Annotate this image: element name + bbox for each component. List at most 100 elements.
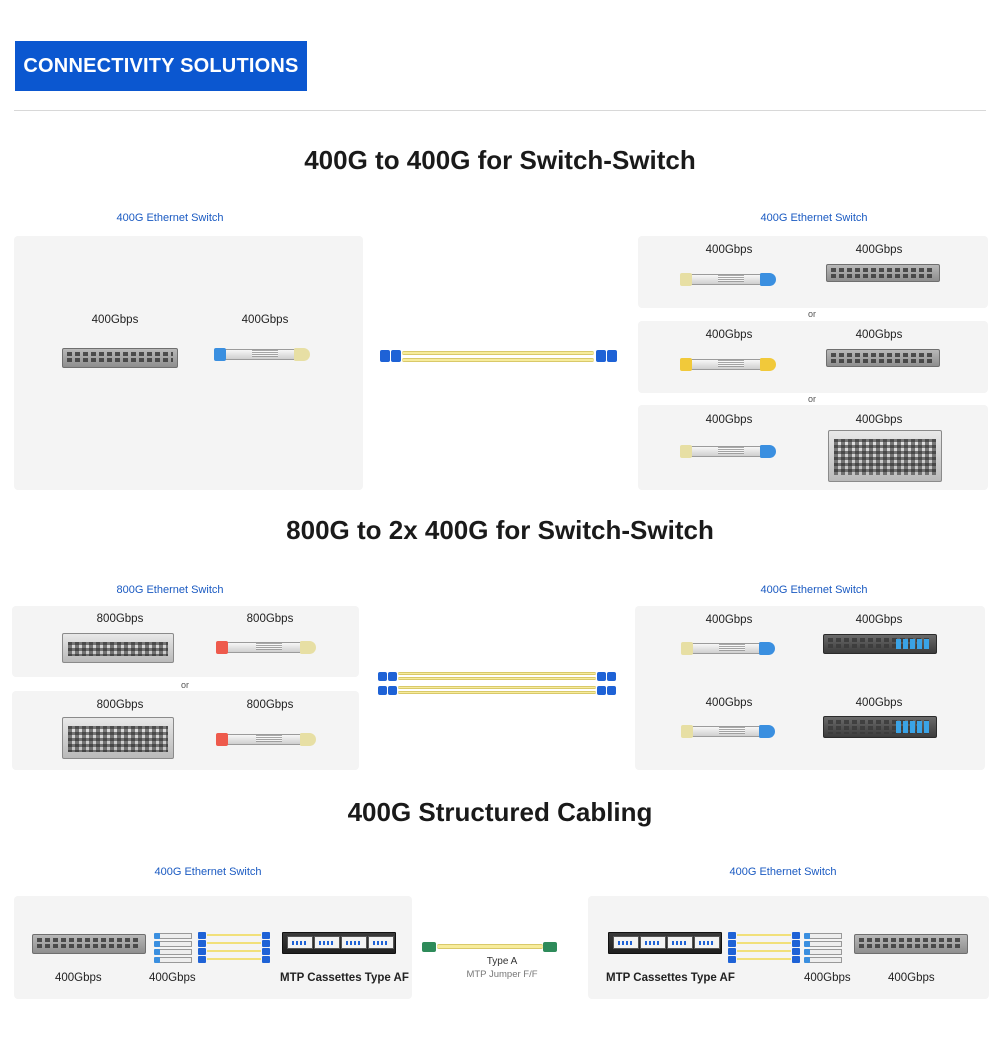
transceiver-icon — [154, 941, 192, 947]
chassis-switch-icon — [828, 430, 942, 482]
mtp-cassette-icon — [608, 932, 722, 954]
ethernet-switch-icon — [826, 349, 940, 367]
or-separator: or — [180, 680, 189, 690]
lc-duplex-cable-icon — [737, 950, 791, 952]
lc-connector-icon — [262, 956, 270, 963]
lc-duplex-cable-icon — [398, 686, 596, 689]
lc-duplex-cable-icon — [402, 358, 594, 362]
lc-duplex-cable-icon — [398, 677, 596, 680]
panel-left-400g: 400Gbps 400Gbps — [14, 236, 363, 490]
lc-connector-icon — [792, 948, 800, 955]
panel-right-option-2: 400Gbps 400Gbps — [638, 321, 988, 393]
panel-left-800g-option-2: 800Gbps 800Gbps — [12, 691, 359, 770]
transceiver-icon — [154, 949, 192, 955]
rate-label-switch: 400Gbps — [91, 314, 139, 326]
lc-connector-icon — [198, 940, 206, 947]
lc-duplex-cable-icon — [207, 934, 261, 936]
panel-right-option-1: 400Gbps 400Gbps — [638, 236, 988, 308]
rate-label-switch: 800Gbps — [96, 699, 144, 711]
caption-switch-rate: 400Gbps — [55, 972, 102, 984]
lc-connector-icon — [728, 956, 736, 963]
jumper-type-label: Type A — [486, 956, 518, 967]
transceiver-icon — [680, 445, 776, 458]
rate-label-module: 800Gbps — [246, 613, 294, 625]
transceiver-icon — [154, 957, 192, 963]
mtp-jumper-icon — [437, 944, 543, 949]
or-separator: or — [807, 309, 816, 319]
rate-label-module: 400Gbps — [705, 614, 753, 626]
panel-right-structured: MTP Cassettes Type AF 400Gbps 400Gbps — [588, 896, 989, 999]
lc-connector-icon — [262, 932, 270, 939]
ethernet-switch-icon — [32, 934, 146, 954]
header-badge: CONNECTIVITY SOLUTIONS — [15, 41, 307, 91]
ethernet-switch-icon — [854, 934, 968, 954]
lc-connector-icon — [378, 686, 387, 695]
panel-right-option-3: 400Gbps 400Gbps — [638, 405, 988, 490]
transceiver-icon — [804, 957, 842, 963]
rate-label-module: 800Gbps — [246, 699, 294, 711]
lc-duplex-cable-icon — [737, 942, 791, 944]
lc-connector-icon — [262, 948, 270, 955]
rate-label-switch: 400Gbps — [855, 414, 903, 426]
chassis-switch-icon — [62, 633, 174, 663]
panel-left-structured: 400Gbps 400Gbps MTP Cassettes Type AF — [14, 896, 412, 999]
lc-connector-icon — [607, 686, 616, 695]
rate-label-switch: 400Gbps — [855, 244, 903, 256]
or-separator: or — [807, 394, 816, 404]
transceiver-icon — [680, 358, 776, 371]
rate-label-module: 400Gbps — [705, 414, 753, 426]
transceiver-icon — [216, 733, 316, 746]
ethernet-switch-icon — [823, 716, 937, 738]
transceiver-icon — [804, 941, 842, 947]
lc-connector-icon — [198, 956, 206, 963]
caption-cassette: MTP Cassettes Type AF — [280, 972, 409, 984]
lc-connector-icon — [792, 940, 800, 947]
rate-label-module: 400Gbps — [705, 244, 753, 256]
lc-connector-icon — [198, 948, 206, 955]
lc-connector-icon — [262, 940, 270, 947]
caption-module-rate: 400Gbps — [804, 972, 851, 984]
switch-label-left: 400G Ethernet Switch — [116, 212, 224, 224]
lc-connector-icon — [728, 932, 736, 939]
lc-connector-icon — [378, 672, 387, 681]
lc-connector-icon — [596, 350, 606, 362]
transceiver-icon — [680, 273, 776, 286]
mtp-cassette-icon — [282, 932, 396, 954]
lc-connector-icon — [597, 686, 606, 695]
caption-switch-rate: 400Gbps — [888, 972, 935, 984]
ethernet-switch-icon — [823, 634, 937, 654]
lc-connector-icon — [597, 672, 606, 681]
lc-duplex-cable-icon — [207, 950, 261, 952]
lc-connector-icon — [388, 686, 397, 695]
transceiver-icon — [681, 725, 775, 738]
transceiver-icon — [804, 933, 842, 939]
rate-label-module: 400Gbps — [705, 697, 753, 709]
switch-label-right: 400G Ethernet Switch — [729, 866, 837, 878]
section-title-800g-switch: 800G to 2x 400G for Switch-Switch — [286, 515, 714, 545]
rate-label-module: 400Gbps — [705, 329, 753, 341]
jumper-subtitle: MTP Jumper F/F — [466, 969, 538, 980]
lc-connector-icon — [607, 350, 617, 362]
transceiver-icon — [216, 641, 316, 654]
section-title-structured-cabling: 400G Structured Cabling — [347, 797, 653, 827]
mtp-connector-icon — [543, 942, 557, 952]
chassis-switch-icon — [62, 717, 174, 759]
lc-duplex-cable-icon — [398, 672, 596, 675]
lc-connector-icon — [792, 932, 800, 939]
rate-label-switch: 800Gbps — [96, 613, 144, 625]
lc-connector-icon — [792, 956, 800, 963]
lc-duplex-cable-icon — [402, 351, 594, 355]
rate-label-module: 400Gbps — [241, 314, 289, 326]
lc-duplex-cable-icon — [207, 942, 261, 944]
transceiver-icon — [681, 642, 775, 655]
transceiver-icon — [804, 949, 842, 955]
switch-label-right: 400G Ethernet Switch — [760, 584, 868, 596]
ethernet-switch-icon — [826, 264, 940, 282]
section-title-400g-switch: 400G to 400G for Switch-Switch — [304, 145, 696, 175]
lc-connector-icon — [391, 350, 401, 362]
rate-label-switch: 400Gbps — [855, 329, 903, 341]
switch-label-left: 800G Ethernet Switch — [116, 584, 224, 596]
mtp-connector-icon — [422, 942, 436, 952]
lc-connector-icon — [607, 672, 616, 681]
lc-connector-icon — [198, 932, 206, 939]
